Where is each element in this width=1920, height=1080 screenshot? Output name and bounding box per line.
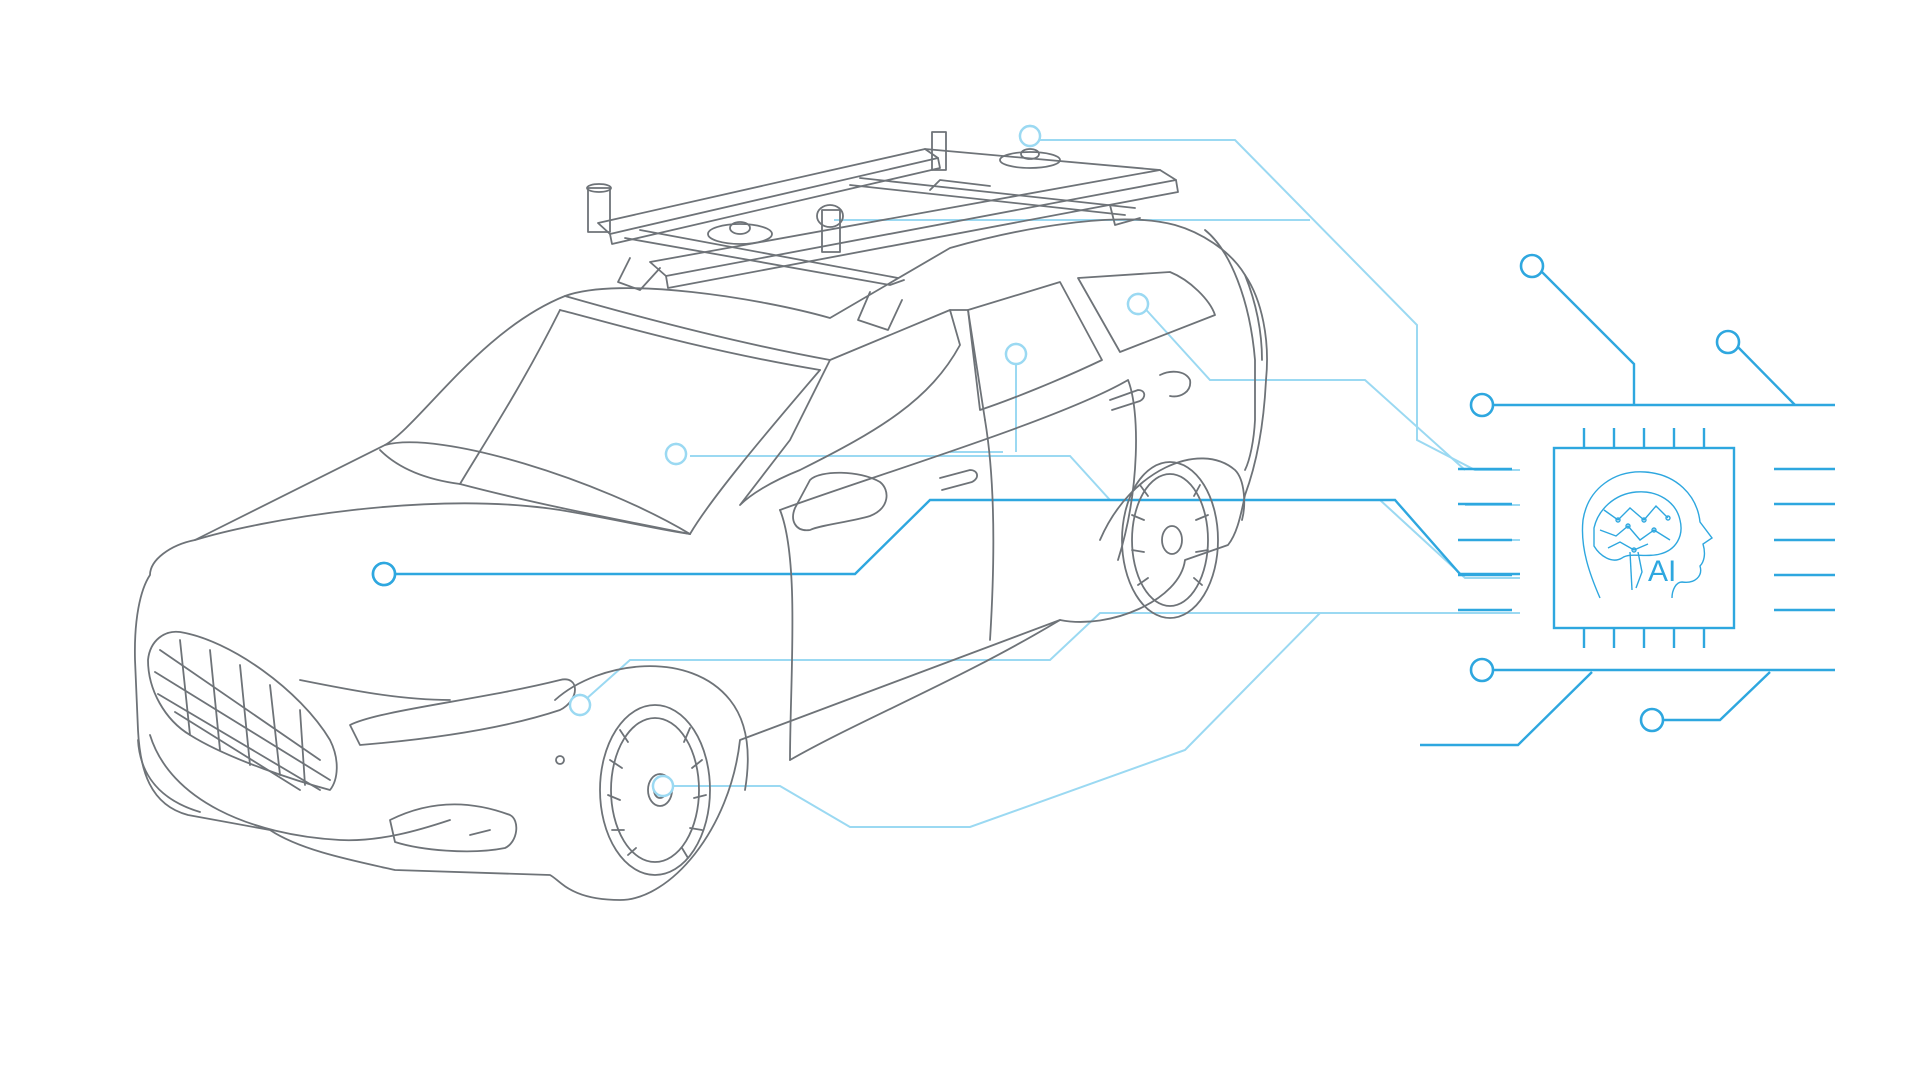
ai-circuit: AI [371,253,1835,747]
trace-top-1 [1535,265,1636,405]
bottom-node-1 [1469,657,1495,683]
connector-roof-sensor [1038,139,1520,471]
top-node-2 [1715,329,1741,355]
trace-bottom-2 [1420,671,1593,747]
roof-rack [586,131,1179,331]
windshield-node-top [664,442,688,466]
connector-rear-window [1139,302,1466,471]
overlay-nodes [371,124,1150,798]
ai-chip-label: AI [1648,555,1676,588]
trace-hood [386,498,1520,576]
connector-headlight [584,612,1520,701]
rear-door-node-top [1004,342,1028,366]
bottom-node-2 [1639,707,1665,733]
front-grille [147,630,338,791]
ai-chip [1552,446,1736,630]
top-node-1 [1519,253,1545,279]
station-wagon-car [134,131,1268,901]
hood-node-top [371,561,397,587]
trace-bottom-3 [1662,671,1771,722]
car-body [134,218,1268,901]
trace-top-2 [1732,341,1796,406]
brain-head-icon [1581,471,1714,599]
rear-window-node-top [1126,292,1150,316]
roof-sensor-node-top [1018,124,1042,148]
front-wheel [599,704,711,876]
top-node-3 [1469,392,1495,418]
connector-windshield [690,455,1520,579]
rear-wheel [1121,461,1219,619]
headlight-node-top [568,693,592,717]
connector-front-wheel [670,612,1321,828]
front-wheel-node-top [651,774,675,798]
